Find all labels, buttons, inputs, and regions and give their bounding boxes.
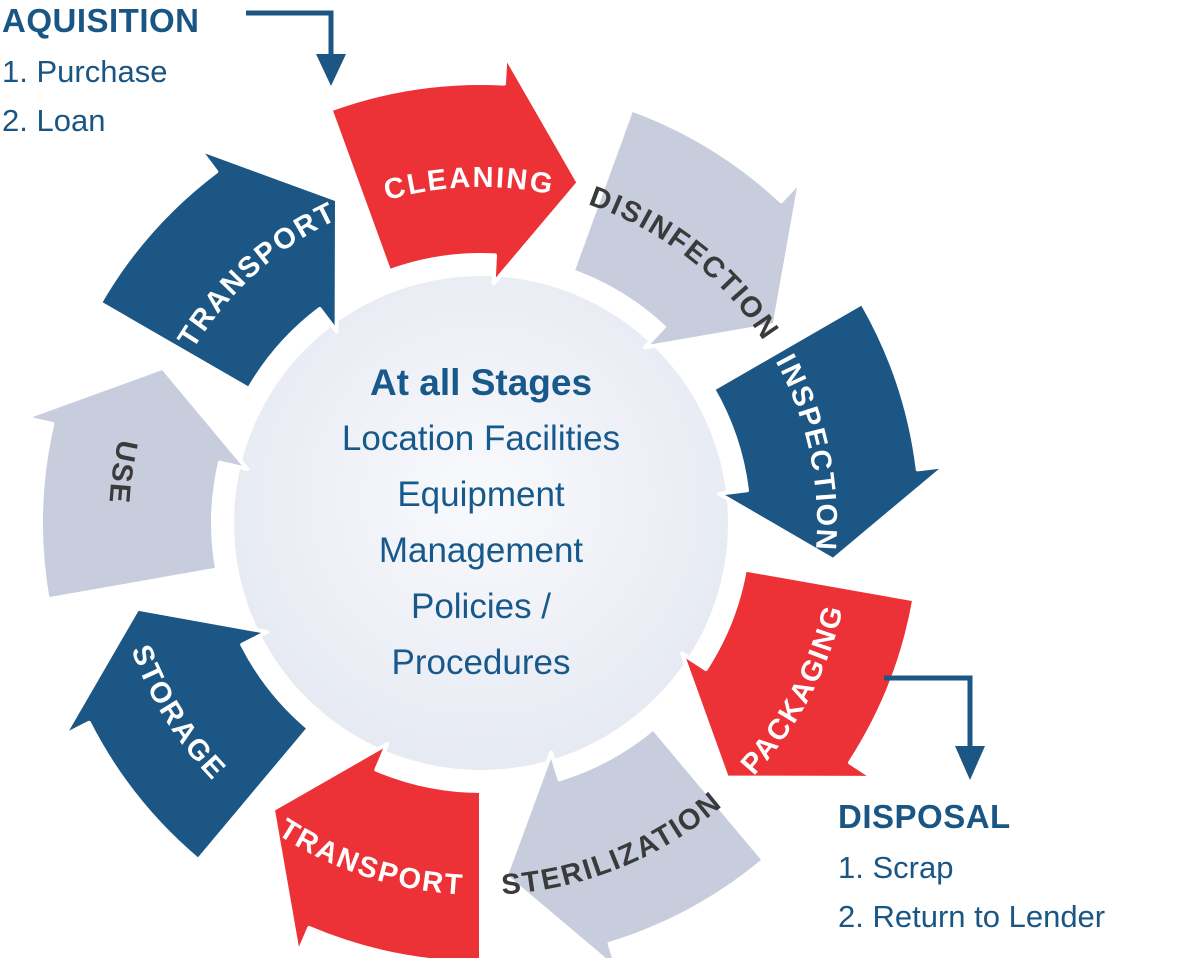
disposal-item-scrap: 1. Scrap (838, 850, 954, 885)
acquisition-title: AQUISITION (2, 2, 200, 39)
stage-arrow-transport-to-storage (270, 741, 483, 958)
stage-arrow-transport-to-cleaning (97, 147, 339, 391)
acquisition-flow-arrow (246, 10, 346, 86)
acquisition-annotation: AQUISITION 1. Purchase 2. Loan (2, 2, 200, 138)
disposal-arrowhead-icon (955, 746, 985, 780)
stage-arrow-use (23, 365, 250, 602)
stage-arrow-disinfection (570, 107, 803, 350)
acquisition-item-purchase: 1. Purchase (2, 54, 168, 89)
stage-arrow-sterilization (503, 726, 766, 958)
stage-arrow-packaging (680, 567, 917, 780)
stage-arrow-cleaning (328, 53, 581, 286)
stage-arrow-inspection (711, 301, 948, 562)
acquisition-arrowhead-icon (316, 54, 346, 86)
disposal-title: DISPOSAL (838, 798, 1011, 835)
disposal-annotation: DISPOSAL 1. Scrap 2. Return to Lender (838, 798, 1105, 934)
disposal-item-return: 2. Return to Lender (838, 899, 1106, 934)
acquisition-flow-line (246, 10, 334, 58)
disposal-flow-arrow (884, 675, 985, 780)
center-circle (234, 276, 728, 770)
acquisition-item-loan: 2. Loan (2, 103, 106, 138)
disposal-flow-line (884, 675, 973, 750)
stage-arrow-storage (62, 606, 311, 863)
